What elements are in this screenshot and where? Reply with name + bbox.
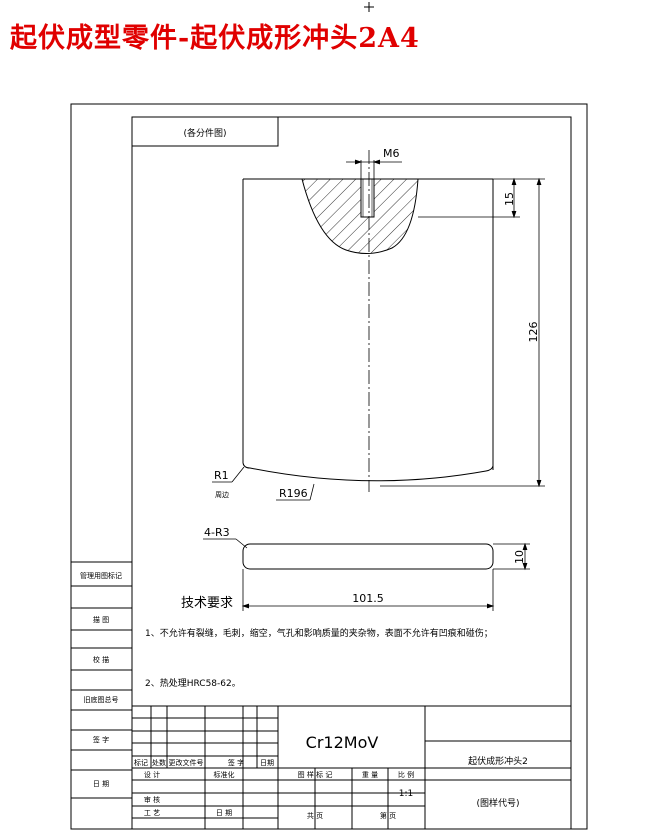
side-row-4: 旧底图总号 — [84, 695, 119, 704]
side-row-3: 校 描 — [93, 655, 109, 664]
tb-material: Cr12MoV — [306, 733, 379, 752]
tb-h-zone: 更改文件号 — [169, 758, 204, 767]
tb-h-design: 设 计 — [144, 770, 160, 779]
side-row-1: 管理用图标记 — [80, 571, 122, 580]
dim-height-label: 126 — [527, 322, 540, 343]
note-box — [131, 116, 279, 147]
tb-h-sheets: 共 页 — [307, 811, 323, 820]
side-row-6: 日 期 — [93, 780, 109, 788]
dim-width — [241, 569, 495, 611]
dim-corner-label: 4-R3 — [204, 526, 230, 539]
tb-scale: 1:1 — [399, 789, 413, 799]
dim-fillet-label: R1 — [214, 469, 229, 482]
tech-line-2: 2、热处理HRC58-62。 — [145, 677, 241, 689]
dim-thickness-label: 10 — [513, 550, 526, 564]
crosshair-mark — [364, 2, 374, 12]
tech-heading: 技术要求 — [181, 596, 233, 611]
side-row-5: 签 字 — [93, 735, 109, 744]
dim-arc-label: R196 — [279, 487, 308, 500]
tech-line-1: 1、不允许有裂缝，毛刺，缩空，气孔和影响质量的夹杂物，表面不允许有凹痕和碰伤； — [145, 627, 493, 639]
dim-height — [380, 177, 545, 488]
tb-h-process: 工 艺 — [144, 809, 160, 817]
tb-h-stage: 图 样 标 记 — [298, 770, 333, 779]
tb-h-date: 日期 — [260, 759, 274, 767]
dim-arc — [276, 483, 315, 501]
dim-fillet — [212, 466, 245, 483]
top-view — [242, 543, 494, 570]
dim-thickness — [493, 542, 530, 571]
tb-drawing-no: (图样代号) — [476, 797, 519, 809]
tb-h-std: 标准化 — [214, 770, 235, 779]
side-row-2: 描 图 — [93, 615, 109, 624]
section-hatch — [301, 178, 419, 254]
dim-thread — [346, 159, 402, 179]
tb-h-check: 审 核 — [144, 795, 160, 804]
top-note: (各分件图) — [183, 127, 226, 139]
page-title: 起伏成型零件-起伏成形冲头2A4 — [10, 23, 420, 54]
tb-h-sign: 签 字 — [228, 758, 244, 767]
tb-h-sheet: 第 页 — [380, 811, 396, 820]
title-block-grid — [132, 705, 571, 829]
dim-width-label: 101.5 — [352, 592, 384, 605]
dim-thread-label: M6 — [383, 147, 400, 160]
tb-h-count: 处数 — [152, 758, 166, 767]
dim-depth-label: 15 — [503, 192, 516, 206]
dim-depth — [418, 177, 520, 219]
tb-h-weight: 重 量 — [362, 771, 378, 779]
dim-corner — [203, 538, 248, 549]
tb-h-ratio: 比 例 — [398, 770, 414, 779]
tb-part-name: 起伏成形冲头2 — [468, 755, 528, 767]
tapped-hole — [360, 178, 375, 218]
dim-fillet-note: 周边 — [215, 490, 229, 499]
side-table — [71, 561, 132, 799]
tb-h-mark: 标记 — [134, 758, 148, 767]
tb-h-approve: 日 期 — [216, 809, 232, 817]
